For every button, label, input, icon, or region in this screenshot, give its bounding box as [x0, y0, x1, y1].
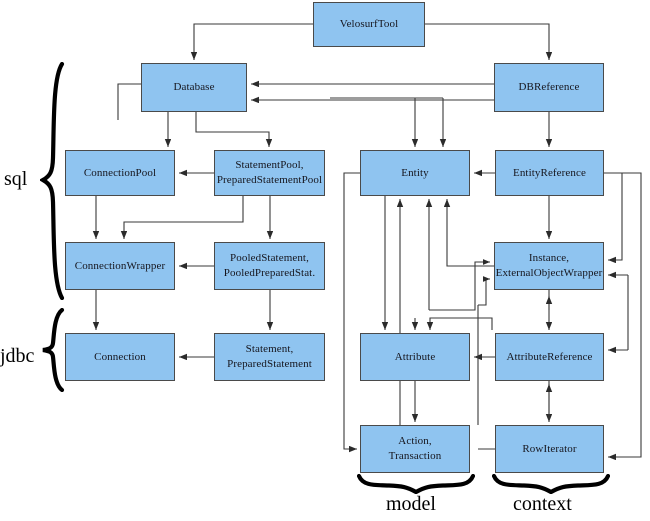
node-connectionwrapper[interactable]: ConnectionWrapper	[65, 242, 175, 290]
node-label-line1: StatementPool,	[235, 159, 304, 171]
edge-attribute-instance-rail	[429, 259, 490, 311]
edge-dbreference-database-2	[251, 96, 525, 112]
node-label-line2: PooledPreparedStat.	[223, 267, 316, 279]
edge-database-left-rail	[117, 83, 141, 120]
node-action[interactable]: Action, Transaction	[360, 425, 470, 473]
node-label-line2: PreparedStatementPool	[216, 174, 323, 186]
node-label: ConnectionPool	[83, 166, 157, 179]
node-label: DBReference	[518, 81, 580, 93]
edge-ref-attribute-feed	[426, 317, 493, 330]
node-label-line1: PooledStatement,	[230, 252, 309, 264]
node-label-line1: Action,	[398, 435, 432, 447]
node-label: AttributeReference	[506, 350, 593, 363]
node-label-line1: Instance,	[528, 252, 570, 264]
edge-rowiterator-instance	[478, 276, 490, 306]
node-entity[interactable]: Entity	[360, 150, 470, 196]
edge-velosurftool-dbreference	[425, 23, 553, 60]
node-label-line2: Transaction	[388, 450, 442, 462]
node-instance[interactable]: Instance, ExternalObjectWrapper	[494, 242, 604, 290]
node-velosurftool[interactable]: VelosurfTool	[313, 2, 425, 47]
node-statement[interactable]: Statement, PreparedStatement	[214, 333, 325, 381]
group-label-sql: sql	[4, 168, 28, 190]
node-label: Database	[173, 81, 215, 93]
group-label-context: context	[513, 493, 572, 515]
node-attribute[interactable]: Attribute	[360, 333, 470, 381]
edge-rail-instance-1	[608, 173, 623, 264]
node-attributereference[interactable]: AttributeReference	[495, 333, 604, 381]
edge-velosurftool-database	[190, 23, 313, 60]
node-label: Connection	[94, 350, 146, 363]
node-label: Entity	[401, 166, 429, 179]
edge-statementpool-connectionwrapper	[120, 196, 244, 239]
group-label-jdbc: jdbc	[0, 345, 35, 367]
node-label-line2: PreparedStatement	[227, 358, 312, 370]
edge-database-statementpool	[195, 112, 273, 147]
node-label: EntityReference	[513, 166, 586, 179]
node-label-line2: ExternalObjectWrapper	[495, 267, 603, 279]
node-connectionpool[interactable]: ConnectionPool	[65, 150, 175, 196]
node-database[interactable]: Database	[141, 63, 247, 112]
node-label: Attribute	[394, 350, 436, 363]
node-label-line1: Statement,	[245, 343, 294, 355]
node-entityreference[interactable]: EntityReference	[495, 150, 604, 196]
node-connection[interactable]: Connection	[65, 333, 175, 381]
node-statementpool[interactable]: StatementPool, PreparedStatementPool	[214, 150, 325, 196]
group-label-model: model	[386, 493, 436, 515]
edge-instance-entity	[443, 199, 494, 267]
node-label: RowIterator	[522, 442, 577, 455]
edge-entity-action-rail	[343, 172, 360, 453]
node-label: VelosurfTool	[339, 18, 399, 30]
node-pooledstatement[interactable]: PooledStatement, PooledPreparedStat.	[214, 242, 325, 290]
node-rowiterator[interactable]: RowIterator	[495, 425, 604, 473]
node-dbreference[interactable]: DBReference	[494, 63, 604, 112]
node-label: ConnectionWrapper	[74, 259, 166, 272]
